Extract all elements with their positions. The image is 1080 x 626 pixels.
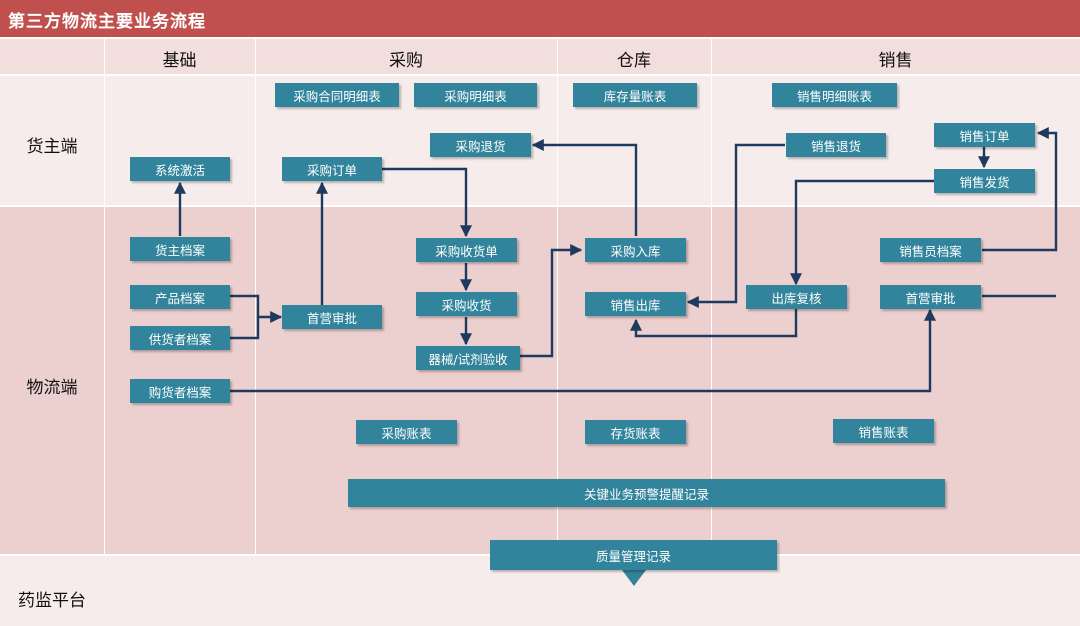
- column-divider: [104, 39, 105, 555]
- column-divider: [255, 39, 256, 555]
- column-header-band: [0, 39, 1080, 75]
- node-sales-shipment: 销售发货: [934, 169, 1035, 193]
- row-label-logistics: 物流端: [26, 378, 78, 398]
- node-purchase-receiving: 采购收货: [416, 292, 517, 316]
- node-purchase-return: 采购退货: [430, 133, 531, 157]
- owner-band: [0, 76, 1080, 206]
- column-header-warehouse: 仓库: [617, 51, 651, 71]
- column-header-sales: 销售: [878, 51, 913, 71]
- node-product-archive: 产品档案: [130, 285, 230, 309]
- node-purchase-inbound: 采购入库: [585, 238, 686, 262]
- node-sales-ledger: 销售账表: [833, 419, 934, 443]
- column-divider: [711, 39, 712, 555]
- node-first-approval-sales: 首营审批: [880, 285, 981, 309]
- node-buyer-archive: 购货者档案: [130, 379, 230, 403]
- node-sales-outbound: 销售出库: [585, 292, 686, 316]
- row-label-regulator: 药监平台: [18, 591, 86, 611]
- column-header-basic: 基础: [162, 51, 197, 71]
- node-sales-order: 销售订单: [934, 123, 1035, 147]
- node-purchase-detail: 采购明细表: [414, 83, 537, 107]
- node-inspection: 器械/试剂验收: [416, 346, 520, 370]
- row-divider: [0, 205, 1080, 207]
- title-bar: 第三方物流主要业务流程: [0, 0, 1080, 37]
- node-supplier-archive: 供货者档案: [130, 326, 230, 350]
- column-divider: [557, 39, 558, 555]
- node-sales-return: 销售退货: [786, 133, 886, 157]
- node-stock-ledger: 存货账表: [585, 420, 686, 444]
- node-system-activation: 系统激活: [130, 157, 230, 181]
- node-purchase-receipt-form: 采购收货单: [416, 238, 517, 262]
- node-key-warning-record: 关键业务预警提醒记录: [348, 479, 945, 507]
- node-sales-detail-ledger: 销售明细账表: [772, 83, 897, 107]
- node-inventory-ledger: 库存量账表: [573, 83, 697, 107]
- row-divider: [0, 74, 1080, 76]
- node-first-approval-purchase: 首营审批: [282, 305, 382, 329]
- node-purchase-contract-detail: 采购合同明细表: [275, 83, 399, 107]
- node-salesperson-archive: 销售员档案: [880, 238, 981, 262]
- node-quality-record: 质量管理记录: [490, 540, 777, 570]
- node-purchase-order: 采购订单: [282, 157, 382, 181]
- node-owner-archive: 货主档案: [130, 237, 230, 261]
- node-purchase-ledger: 采购账表: [356, 420, 457, 444]
- column-header-purchase: 采购: [389, 51, 423, 71]
- node-outbound-review: 出库复核: [746, 285, 847, 309]
- page-title: 第三方物流主要业务流程: [8, 12, 206, 32]
- row-label-owner: 货主端: [26, 137, 78, 157]
